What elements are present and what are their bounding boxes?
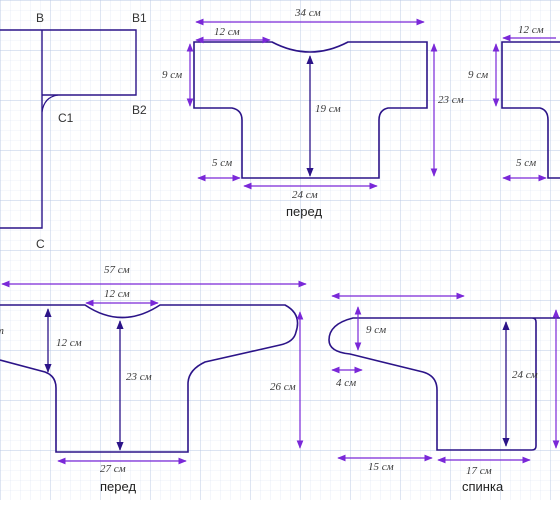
dim-big-total-width: 57 см — [104, 264, 130, 276]
dim-top-back-neck: 12 см — [518, 24, 544, 36]
top-front-outline — [193, 41, 428, 179]
big-front-outline — [0, 304, 299, 453]
dim-top-front-width: 34 см — [294, 7, 321, 19]
dim-top-front-bottom: 24 см — [292, 189, 318, 201]
dim-big-front-total-height: 26 см — [270, 381, 296, 393]
point-b1: B1 — [132, 11, 147, 25]
dim-top-front-neck: 12 см — [214, 26, 240, 38]
dim-big-front-edge: т — [0, 325, 4, 337]
dim-big-back-sleeve-length: 15 см — [368, 461, 394, 473]
dim-big-back-cuff: 4 см — [336, 377, 356, 389]
dim-top-front-body: 19 см — [315, 103, 341, 115]
dim-top-back-cuff: 5 см — [516, 157, 536, 169]
dim-big-front-neck: 12 см — [104, 288, 130, 300]
point-b2: B2 — [132, 103, 147, 117]
point-c1: C1 — [58, 111, 74, 125]
big-back-outline — [328, 317, 560, 451]
dim-top-front-sleeve-height: 9 см — [162, 69, 182, 81]
point-b: B — [36, 11, 44, 25]
top-back-outline — [501, 41, 560, 179]
dim-big-front-bottom: 27 см — [100, 463, 126, 475]
label-front-bottom: перед — [100, 479, 136, 494]
dim-big-back-sleeve-height: 9 см — [366, 324, 386, 336]
dim-big-front-body: 23 см — [126, 371, 152, 383]
dim-top-front-total-height: 23 см — [438, 94, 464, 106]
construction-block — [0, 29, 137, 229]
dim-big-front-shoulder: 12 см — [56, 337, 82, 349]
point-c: C — [36, 237, 45, 251]
label-back-bottom: спинка — [462, 479, 504, 494]
dim-big-back-body: 24 см — [512, 369, 538, 381]
dim-top-front-cuff: 5 см — [212, 157, 232, 169]
label-front-top: перед — [286, 204, 322, 219]
dim-big-back-bottom: 17 см — [466, 465, 492, 477]
dim-top-back-sleeve-height: 9 см — [468, 69, 488, 81]
